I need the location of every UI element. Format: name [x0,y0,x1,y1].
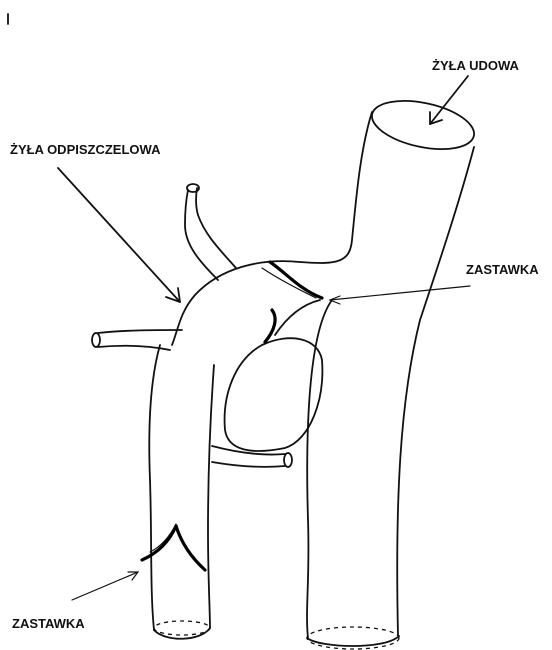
arrow-saphenous-vein [58,168,180,302]
label-femoral-vein: ŻYŁA UDOWA [432,58,519,73]
femoral-vein-tube [300,93,478,649]
saphenous-vein-tube [149,261,322,639]
side-branches [92,184,292,467]
label-lower-valve: ZASTAWKA [12,616,85,631]
label-upper-valve: ZASTAWKA [466,262,539,277]
femoral-vein-top-opening [368,93,479,158]
saphenous-vein-bottom-opening [154,621,210,635]
arrow-upper-valve [330,286,470,304]
arrow-lower-valve [72,572,138,600]
label-great-saphenous-vein: ŻYŁA ODPISZCZELOWA [10,142,160,157]
